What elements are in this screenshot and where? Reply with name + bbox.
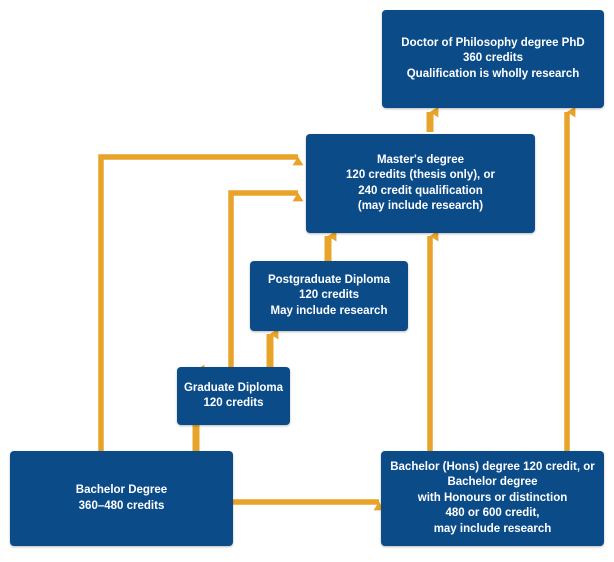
node-graduate-diploma[interactable]: Graduate Diploma 120 credits [177, 367, 290, 425]
node-bachelor-degree[interactable]: Bachelor Degree 360–480 credits [10, 451, 233, 546]
node-postgraduate-diploma-label: Postgraduate Diploma 120 credits May inc… [267, 273, 391, 317]
node-doctor-of-philosophy[interactable]: Doctor of Philosophy degree PhD 360 cred… [382, 10, 604, 108]
edge-graduate-diploma-to-masters [228, 190, 304, 368]
node-doctor-of-philosophy-label: Doctor of Philosophy degree PhD 360 cred… [401, 36, 585, 80]
node-masters-degree-label: Master's degree 120 credits (thesis only… [346, 153, 495, 213]
node-bachelor-hons-degree-label: Bachelor (Hons) degree 120 credit, or Ba… [390, 460, 595, 535]
node-bachelor-degree-label: Bachelor Degree 360–480 credits [75, 484, 168, 512]
node-graduate-diploma-label: Graduate Diploma 120 credits [183, 381, 284, 410]
node-postgraduate-diploma[interactable]: Postgraduate Diploma 120 credits May inc… [250, 261, 408, 331]
node-masters-degree[interactable]: Master's degree 120 credits (thesis only… [306, 134, 535, 233]
node-bachelor-hons-degree[interactable]: Bachelor (Hons) degree 120 credit, or Ba… [381, 451, 604, 546]
edge-bachelor-to-masters [98, 154, 304, 452]
